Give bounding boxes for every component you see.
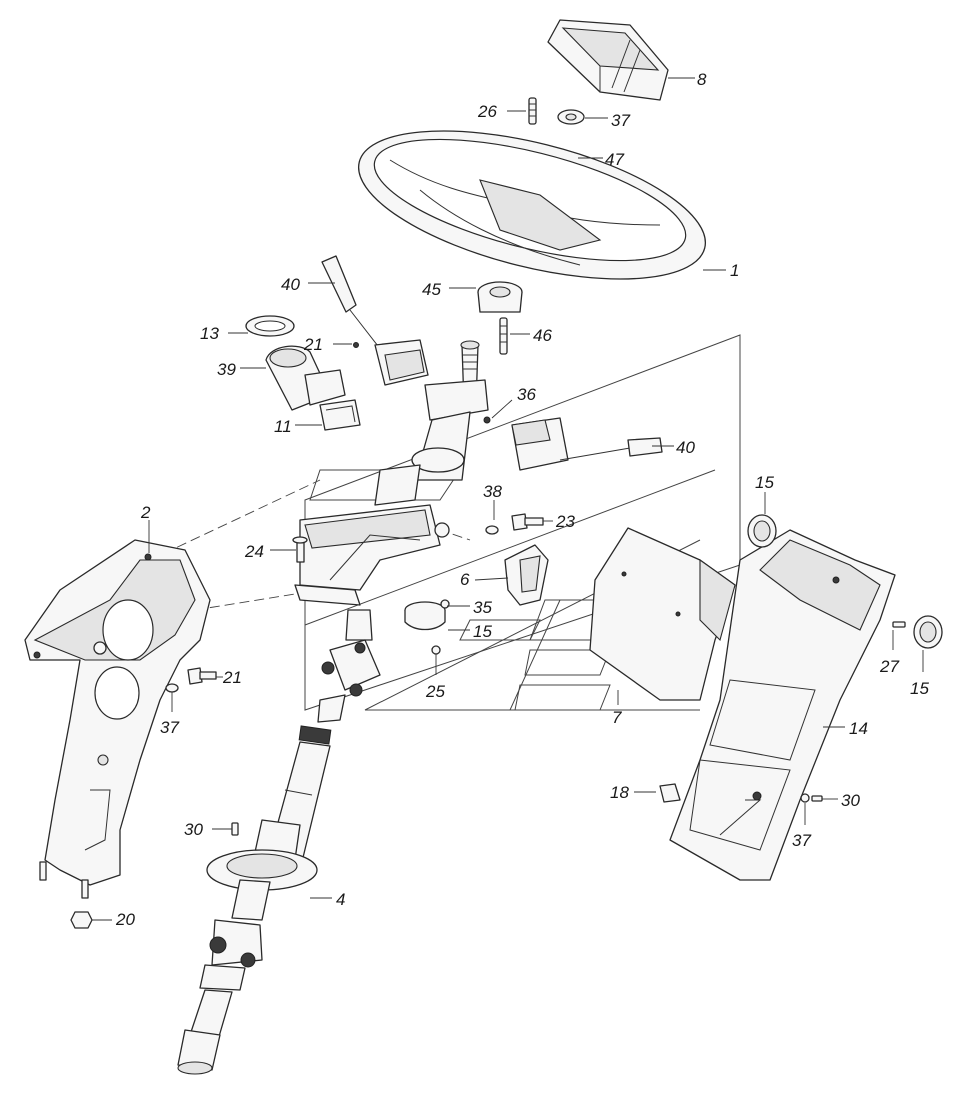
bolt-part-46 <box>499 317 508 355</box>
callout-20: 15 <box>473 622 492 641</box>
callout-23: 21 <box>303 335 323 354</box>
washer-part-37-right <box>485 525 499 535</box>
ignition-switch-part-38 <box>265 345 346 411</box>
callout-38: 39 <box>217 360 236 379</box>
callout-29-top: 26 <box>477 102 497 121</box>
pedal-bracket-part-2 <box>24 539 211 886</box>
cover-panel-part-7 <box>589 527 736 701</box>
callout-33: 35 <box>473 598 492 617</box>
screw-part-29-top <box>528 97 537 125</box>
screw-part-23 <box>353 342 359 348</box>
screw-part-29-right <box>892 621 906 628</box>
callout-4: 4 <box>336 890 345 909</box>
bolt-part-25 <box>511 513 544 531</box>
cap-part-15-right <box>913 615 943 649</box>
steering-wheel-part-1 <box>357 130 707 280</box>
callout-8: 8 <box>697 70 707 89</box>
cap-part-15-top <box>747 514 777 548</box>
bolts-part-2-feet <box>39 861 89 899</box>
screw-part-34 <box>483 416 491 424</box>
hub-part-45 <box>477 281 523 313</box>
nut-part-21 <box>70 911 93 929</box>
callout-37-left: 37 <box>160 718 179 737</box>
callout-25: 23 <box>555 512 575 531</box>
upper-column-shaft <box>411 340 489 481</box>
lower-shaft-part-4 <box>206 725 332 921</box>
callout-36: 37 <box>792 831 811 850</box>
clamp-lever-part-6 <box>504 544 549 606</box>
callout-1: 1 <box>730 261 739 280</box>
callout-47: 47 <box>605 150 624 169</box>
callout-46: 46 <box>533 326 552 345</box>
callout-21: 20 <box>115 910 135 929</box>
callout-labels: 8 26 37 47 1 45 40 13 21 46 39 36 11 40 … <box>115 70 929 929</box>
callout-2: 2 <box>140 503 151 522</box>
lever-switch-part-40 <box>511 417 663 471</box>
callout-11: 11 <box>274 417 292 436</box>
casing-part-14 <box>669 529 896 881</box>
callout-39: 40 <box>281 275 300 294</box>
nut-part-2-top <box>93 641 107 655</box>
screw-part-30-left <box>231 822 239 836</box>
bolt-part-26 <box>292 536 308 563</box>
callout-24: 21 <box>222 668 242 687</box>
callout-6: 6 <box>460 570 470 589</box>
callout-26: 24 <box>244 542 264 561</box>
lever-switch-part-39 <box>321 255 429 386</box>
callout-15-top: 15 <box>755 473 774 492</box>
callout-35: 37 <box>611 111 630 130</box>
screw-part-27 <box>431 645 441 655</box>
column-mounting-bracket <box>294 464 450 606</box>
bushing-part-20 <box>404 601 446 631</box>
horn-cover-part-8 <box>547 19 669 101</box>
callout-34: 36 <box>517 385 536 404</box>
lower-universal-joint <box>177 919 263 1075</box>
bolt-part-24 <box>187 667 217 685</box>
screw-part-30-right <box>811 795 823 802</box>
bracket-part-11 <box>319 399 361 431</box>
callout-37-right: 38 <box>483 482 502 501</box>
callout-18: 18 <box>610 783 629 802</box>
callout-15-right: 15 <box>910 679 929 698</box>
callout-45: 45 <box>422 280 441 299</box>
callout-7: 7 <box>612 708 622 727</box>
callout-29-right: 27 <box>879 657 899 676</box>
washer-part-37-left <box>165 683 179 693</box>
callout-40: 40 <box>676 438 695 457</box>
callout-14: 14 <box>849 719 868 738</box>
callout-30-left: 30 <box>184 820 203 839</box>
clip-part-18 <box>659 783 681 803</box>
nut-part-33 <box>440 599 450 609</box>
callout-30-right: 30 <box>841 791 860 810</box>
ring-part-13 <box>245 315 295 337</box>
leader-lines <box>92 77 924 921</box>
callout-13: 13 <box>200 324 219 343</box>
nut-part-35 <box>557 109 585 125</box>
callout-27: 25 <box>425 682 445 701</box>
washer-part-36 <box>800 793 810 803</box>
upper-universal-joint <box>317 609 381 723</box>
